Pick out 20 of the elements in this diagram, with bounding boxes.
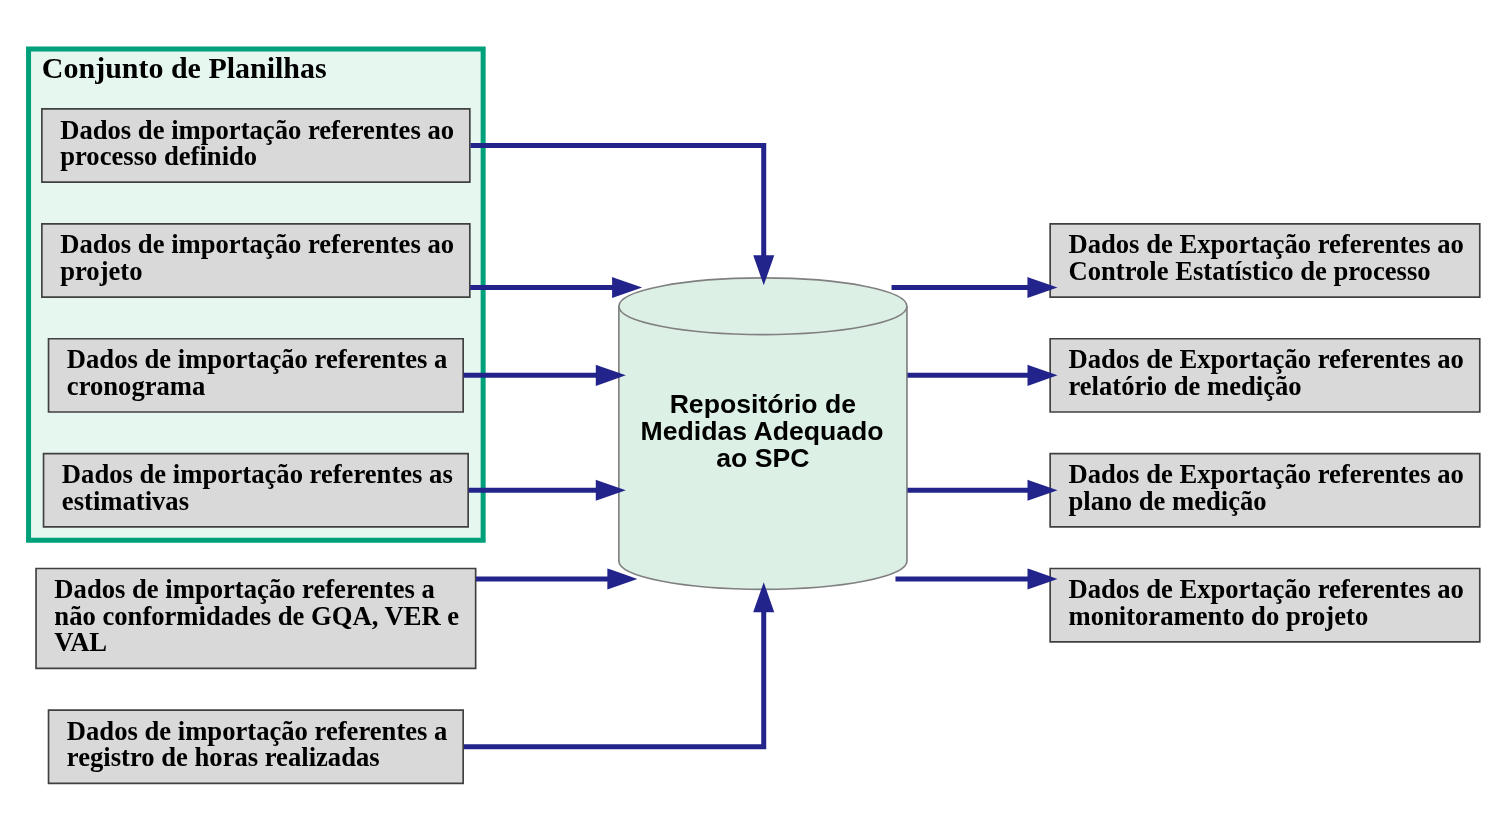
arrow <box>907 364 1058 386</box>
node-box: Dados de Exportação referentes ao Controle Estatístico de processo <box>1049 223 1481 298</box>
arrow <box>470 143 775 286</box>
node-box: Dados de Exportação referentes ao plano de medição <box>1049 452 1481 528</box>
node-box: Dados de Exportação referentes ao relatório de medição <box>1049 337 1481 413</box>
arrow <box>470 277 643 299</box>
node-box: Dados de importação referentes ao projeto <box>41 223 471 298</box>
arrow <box>476 568 638 590</box>
node-box: Dados de importação referentes as estimativas <box>42 452 469 528</box>
arrow <box>891 277 1058 299</box>
arrow <box>895 568 1058 590</box>
node-box: Dados de Exportação referentes ao monitoramento do projeto <box>1049 567 1481 643</box>
node-box: Dados de importação referentes a cronograma <box>47 337 464 413</box>
node-box: Dados de importação referentes a registro de horas realizadas <box>47 709 464 785</box>
node-box: Dados de importação referentes ao processo definido <box>41 108 471 184</box>
arrow <box>463 582 775 750</box>
arrow <box>468 479 626 501</box>
node-box: Dados de importação referentes a não conformidades de GQA, VER e VAL <box>35 567 477 670</box>
arrow <box>907 479 1058 501</box>
arrow <box>463 364 626 386</box>
